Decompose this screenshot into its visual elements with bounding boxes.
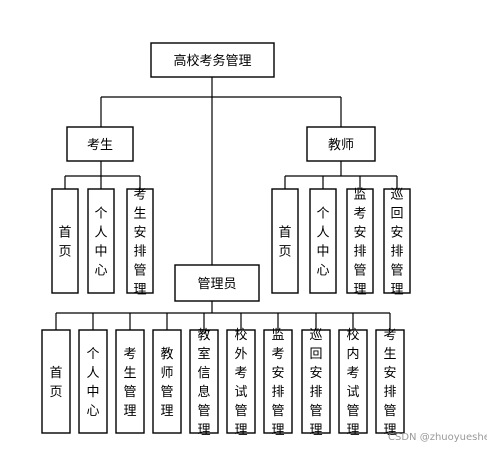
teacher-child-2-box [309,188,337,294]
connector-lines [55,77,398,330]
student-child-2-label: 个人中心 [94,207,107,279]
admin-child-5: 教室信息管理 [189,327,219,438]
student-child-3: 考生安排管理 [126,188,154,298]
admin-child-10-box [375,329,405,434]
student-child-2: 个人中心 [87,188,115,294]
root-node-box [150,42,275,78]
teacher-child-3-label: 监考安排管理 [353,188,366,298]
admin-node-label: 管理员 [197,277,236,292]
teacher-child-3-box [346,188,374,294]
student-node: 考生 [66,126,134,162]
admin-child-10: 考生安排管理 [375,328,405,438]
watermark-text: CSDN @zhuoyueshejii [388,432,487,443]
admin-child-2: 个人中心 [78,329,108,434]
admin-child-2-box [78,329,108,434]
admin-node-box [174,264,260,302]
admin-child-1: 首页 [41,329,71,434]
student-child-2-box [87,188,115,294]
admin-child-1-box [41,329,71,434]
admin-child-7-box [263,329,293,434]
admin-child-4-box [152,329,182,434]
admin-node: 管理员 [174,264,260,302]
admin-child-10-label: 考生安排管理 [383,328,396,438]
teacher-child-4: 巡回安排管理 [383,188,411,298]
student-child-1: 首页 [51,188,79,294]
teacher-child-1-label: 首页 [278,226,291,260]
admin-child-5-label: 教室信息管理 [197,327,210,438]
teacher-child-2: 个人中心 [309,188,337,294]
admin-child-1-label: 首页 [49,366,62,400]
root-node-label: 高校考务管理 [173,53,251,69]
admin-child-8: 巡回安排管理 [301,328,331,438]
teacher-child-1-box [271,188,299,294]
teacher-node: 教师 [306,126,376,162]
student-node-label: 考生 [87,138,113,153]
teacher-child-4-box [383,188,411,294]
teacher-child-2-label: 个人中心 [316,207,329,279]
student-child-3-label: 考生安排管理 [133,188,146,298]
admin-child-3: 考生管理 [115,329,145,434]
admin-child-9: 校内考试管理 [338,327,368,438]
admin-child-6-label: 校外考试管理 [234,327,247,438]
student-child-1-label: 首页 [58,226,71,260]
teacher-child-4-label: 巡回安排管理 [390,188,403,298]
admin-child-3-label: 考生管理 [123,347,136,419]
admin-child-8-label: 巡回安排管理 [309,328,322,438]
root-node: 高校考务管理 [150,42,275,78]
nodes: 高校考务管理考生首页个人中心考生安排管理教师首页个人中心监考安排管理巡回安排管理… [41,42,411,438]
admin-child-4-label: 教师管理 [160,346,173,419]
teacher-node-label: 教师 [328,137,354,153]
student-node-box [66,126,134,162]
admin-child-7: 监考安排管理 [263,328,293,438]
admin-child-6: 校外考试管理 [226,327,256,438]
admin-child-6-box [226,329,256,434]
student-child-3-box [126,188,154,294]
teacher-node-box [306,126,376,162]
admin-child-5-box [189,329,219,434]
student-child-1-box [51,188,79,294]
admin-child-3-box [115,329,145,434]
admin-child-8-box [301,329,331,434]
admin-child-7-label: 监考安排管理 [271,328,284,438]
teacher-child-3: 监考安排管理 [346,188,374,298]
admin-child-2-label: 个人中心 [86,347,99,419]
teacher-child-1: 首页 [271,188,299,294]
admin-child-9-box [338,329,368,434]
admin-child-4: 教师管理 [152,329,182,434]
admin-child-9-label: 校内考试管理 [346,327,359,438]
